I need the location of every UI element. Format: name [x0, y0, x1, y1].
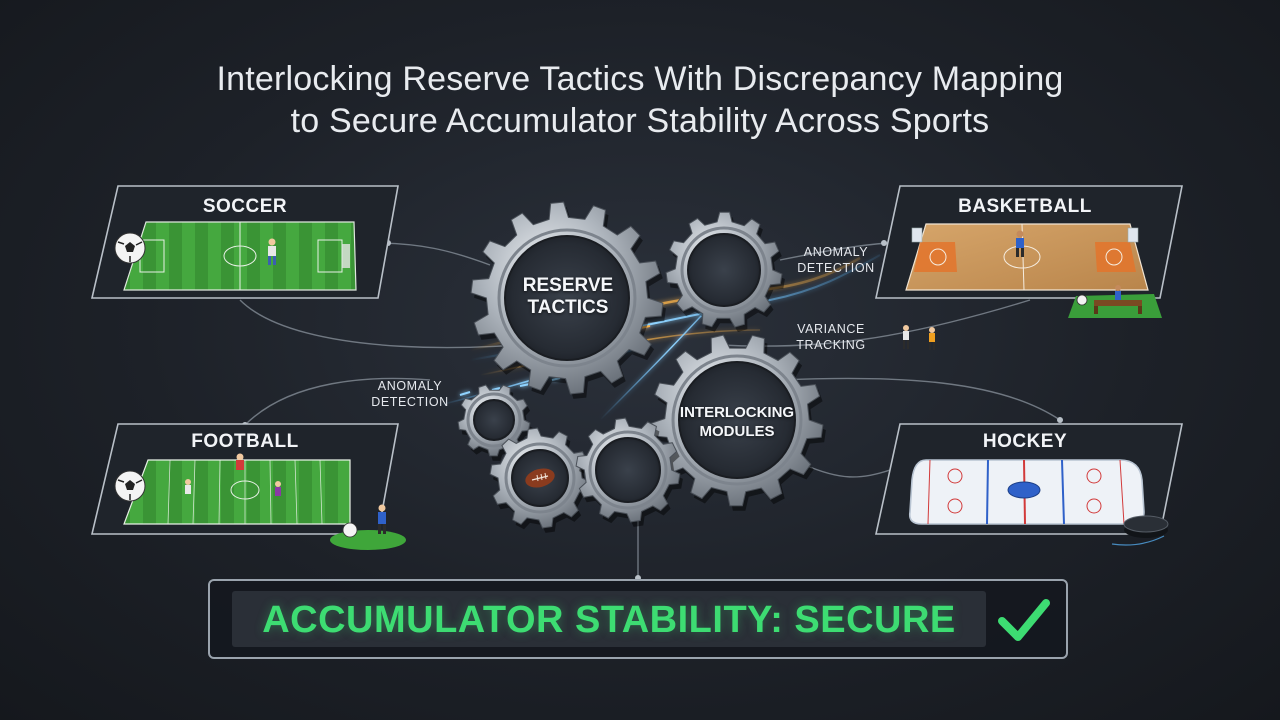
player-icon: [1016, 230, 1024, 257]
interlocking-modules-gear: [650, 334, 826, 511]
hockey-card-label: HOCKEY: [982, 431, 1068, 452]
status-text-panel: ACCUMULATOR STABILITY: SECURE: [232, 591, 986, 647]
status-text: ACCUMULATOR STABILITY: SECURE: [262, 599, 956, 641]
hockey-card[interactable]: [875, 423, 1183, 546]
interlocking-modules-label: INTERLOCKING MODULES: [679, 404, 795, 440]
basketball-card-label: BASKETBALL: [958, 196, 1092, 217]
anomaly-detection-tag-left: ANOMALY DETECTION: [371, 379, 449, 409]
reserve-tactics-gear: [470, 201, 666, 399]
gear-cluster: [457, 201, 826, 533]
skater-icon: [903, 325, 935, 350]
football-card-label: FOOTBALL: [191, 431, 299, 452]
player-icon: [268, 238, 276, 265]
title-line-1: Interlocking Reserve Tactics With Discre…: [216, 60, 1064, 98]
anomaly-detection-tag-top: ANOMALY DETECTION: [797, 245, 875, 275]
soccer-card-label: SOCCER: [202, 196, 288, 217]
football-icon: [525, 468, 555, 488]
top-right-gear: [665, 211, 785, 332]
title-line-2: to Secure Accumulator Stability Across S…: [290, 102, 990, 140]
basketball-card[interactable]: [875, 185, 1183, 318]
reserve-tactics-label: RESERVE TACTICS: [522, 275, 614, 318]
variance-tracking-tag: VARIANCE TRACKING: [796, 322, 866, 352]
football-card[interactable]: [90, 423, 406, 550]
bottom-middle-gear: [575, 417, 683, 527]
soccer-ball-icon: [114, 470, 146, 502]
puck-icon: [1111, 515, 1169, 546]
soccer-card[interactable]: [90, 185, 399, 299]
checkmark-icon: [998, 599, 1050, 641]
referee-icon: [330, 504, 406, 550]
soccer-ball-icon: [114, 232, 146, 264]
page-title: Interlocking Reserve Tactics With Discre…: [0, 58, 1280, 142]
bench-icon: [1068, 285, 1162, 318]
player-icon: [185, 453, 281, 496]
stability-status-banner: ACCUMULATOR STABILITY: SECURE: [208, 579, 1068, 659]
